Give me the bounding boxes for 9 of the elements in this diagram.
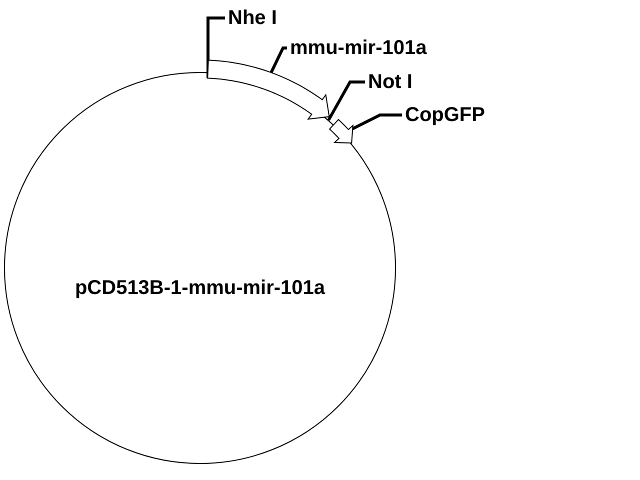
plasmid-name: pCD513B-1-mmu-mir-101a	[74, 276, 326, 300]
feature-label: Not I	[368, 70, 412, 94]
feature-label: CopGFP	[405, 103, 485, 127]
leader-line	[327, 80, 365, 121]
leader-line	[206, 16, 225, 78]
feature-arrow	[207, 60, 330, 120]
feature-label: mmu-mir-101a	[290, 36, 427, 60]
feature-label: Nhe I	[228, 6, 277, 30]
leader-line	[270, 46, 287, 74]
